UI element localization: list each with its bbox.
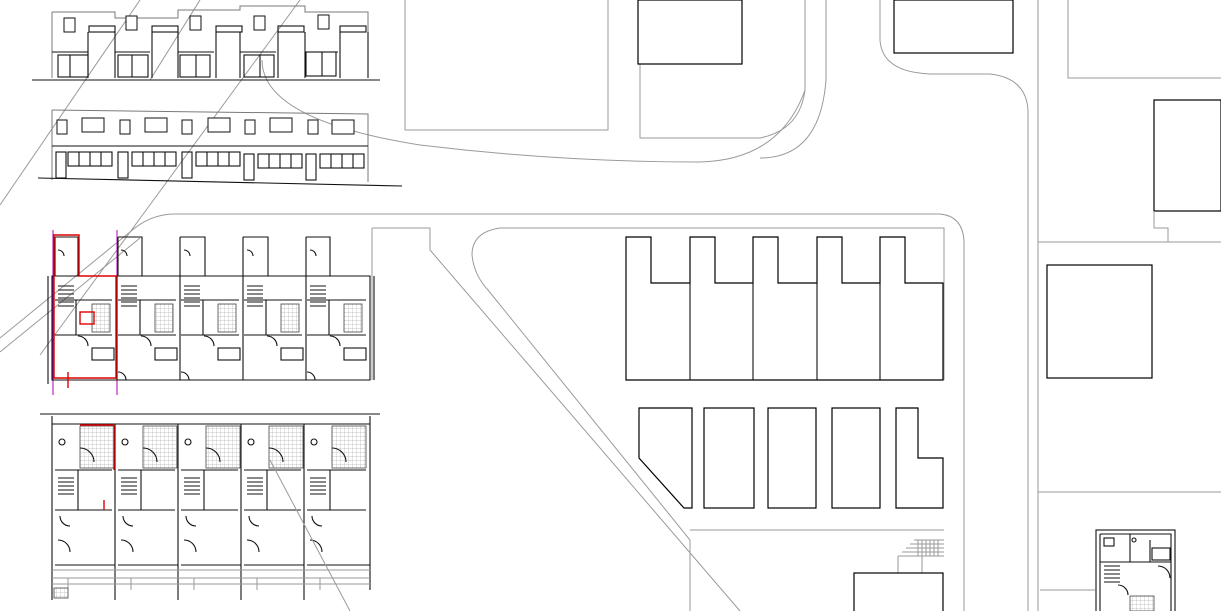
upper-floor-plan[interactable] — [47, 230, 375, 395]
front-elevation[interactable] — [32, 5, 380, 81]
selected-unit-outline[interactable] — [53, 234, 117, 379]
ground-floor-plan[interactable] — [40, 413, 380, 611]
building-blocks[interactable] — [625, 0, 1221, 611]
door-swing — [57, 249, 341, 381]
stair-symbol — [58, 285, 326, 307]
house-detail-plan[interactable] — [1095, 529, 1176, 611]
rear-elevation[interactable] — [37, 109, 403, 187]
sawtooth-terrace[interactable] — [625, 236, 944, 381]
